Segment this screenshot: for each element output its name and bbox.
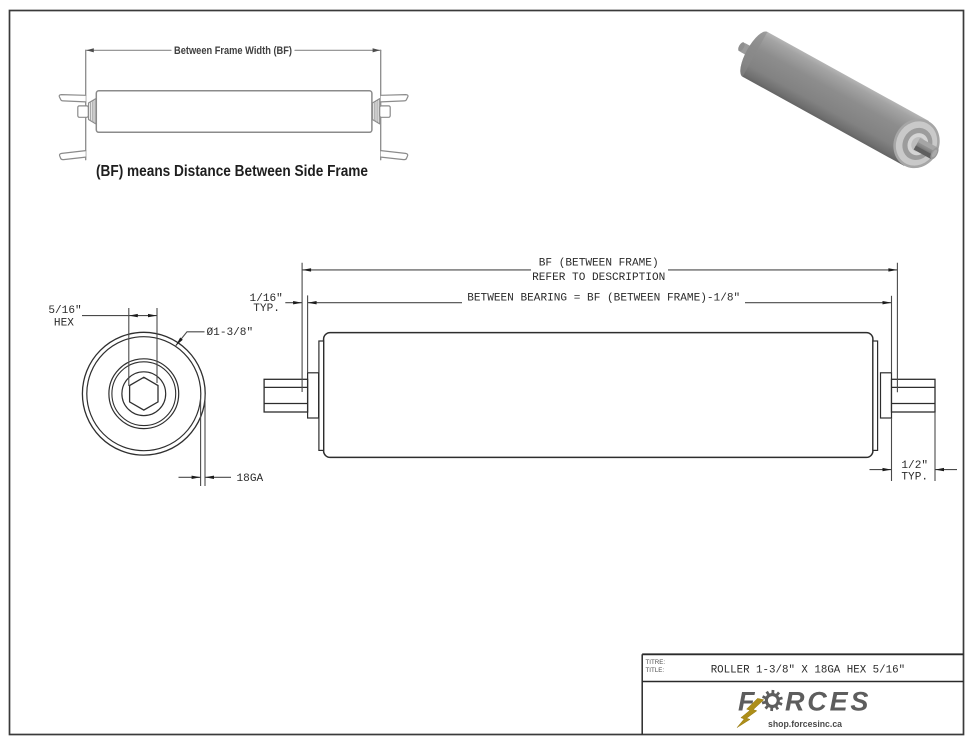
svg-text:ROLLER 1-3/8" X 18GA HEX 5/16": ROLLER 1-3/8" X 18GA HEX 5/16" [711,664,905,676]
svg-text:HEX: HEX [54,318,74,330]
svg-text:5/16": 5/16" [48,305,81,317]
svg-text:shop.forcesinc.ca: shop.forcesinc.ca [768,719,843,730]
svg-text:BF (BETWEEN FRAME): BF (BETWEEN FRAME) [539,257,659,269]
svg-text:RCES: RCES [785,687,871,717]
svg-text:TYP.: TYP. [901,471,928,483]
svg-text:(BF) means Distance Between Si: (BF) means Distance Between Side Frame [96,163,368,180]
svg-text:TITLE:: TITLE: [646,667,665,674]
svg-text:1/2": 1/2" [901,460,928,472]
svg-text:REFER TO DESCRIPTION: REFER TO DESCRIPTION [532,272,665,284]
svg-text:BETWEEN BEARING = BF (BETWEEN: BETWEEN BEARING = BF (BETWEEN FRAME)-1/8… [467,292,740,304]
svg-text:18GA: 18GA [237,473,264,485]
svg-text:Between Frame Width (BF): Between Frame Width (BF) [174,45,292,57]
svg-text:TYP.: TYP. [253,303,280,315]
svg-text:1/16": 1/16" [250,293,283,305]
svg-text:Ø1-3/8": Ø1-3/8" [207,327,254,339]
svg-text:TITRE:: TITRE: [646,659,666,666]
